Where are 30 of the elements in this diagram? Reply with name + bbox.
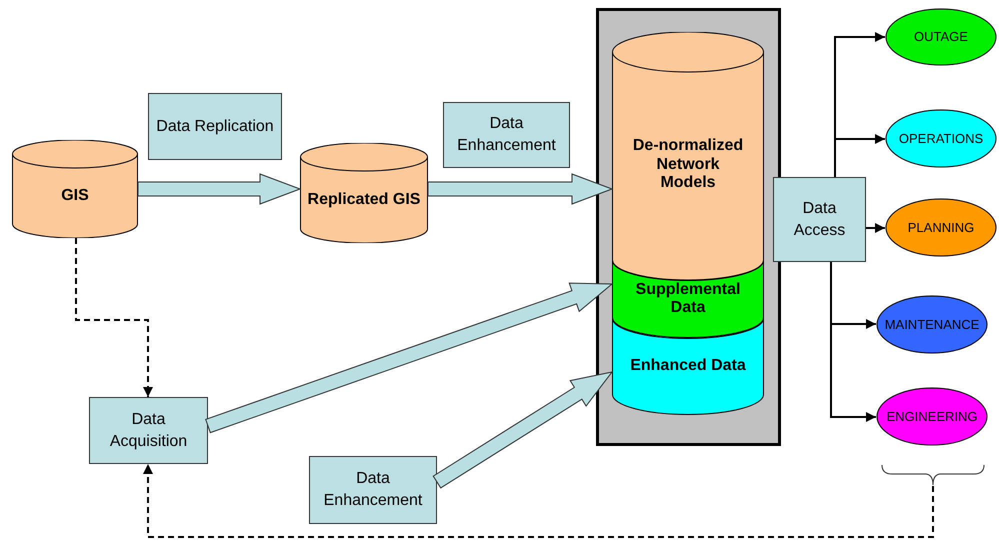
dashed-arrow xyxy=(75,238,153,397)
container-panel xyxy=(596,8,781,446)
dashed-arrow xyxy=(143,464,934,538)
node-label: Data Access xyxy=(792,198,846,240)
node-label: OUTAGE xyxy=(914,28,968,46)
process-box xyxy=(89,397,208,464)
arrow xyxy=(830,262,876,422)
node-label: Data Enhancement xyxy=(456,114,557,156)
node-label: PLANNING xyxy=(908,218,974,237)
process-box xyxy=(148,93,282,160)
block-arrow xyxy=(138,173,302,205)
process-box xyxy=(309,456,437,524)
node-label: GIS xyxy=(61,186,89,206)
node-label: Data Enhancement xyxy=(322,469,424,511)
arrow xyxy=(866,223,885,233)
node-label: Data Replication xyxy=(156,116,274,137)
arrow xyxy=(834,134,885,177)
node-label: De-normalized Network Models xyxy=(632,137,744,193)
node-label: Supplemental Data xyxy=(634,280,742,318)
node-label: Data Acquisition xyxy=(108,410,188,452)
node-label: Replicated GIS xyxy=(308,190,420,210)
block-arrow xyxy=(432,371,614,489)
node-label: Enhanced Data xyxy=(630,357,746,376)
process-box xyxy=(443,102,570,168)
node-label: ENGINEERING xyxy=(886,408,978,426)
block-arrow xyxy=(205,282,614,434)
node-label: OPERATIONS xyxy=(898,130,984,148)
block-arrow xyxy=(428,173,614,205)
node-label: MAINTENANCE xyxy=(884,316,980,334)
process-box xyxy=(773,177,866,262)
